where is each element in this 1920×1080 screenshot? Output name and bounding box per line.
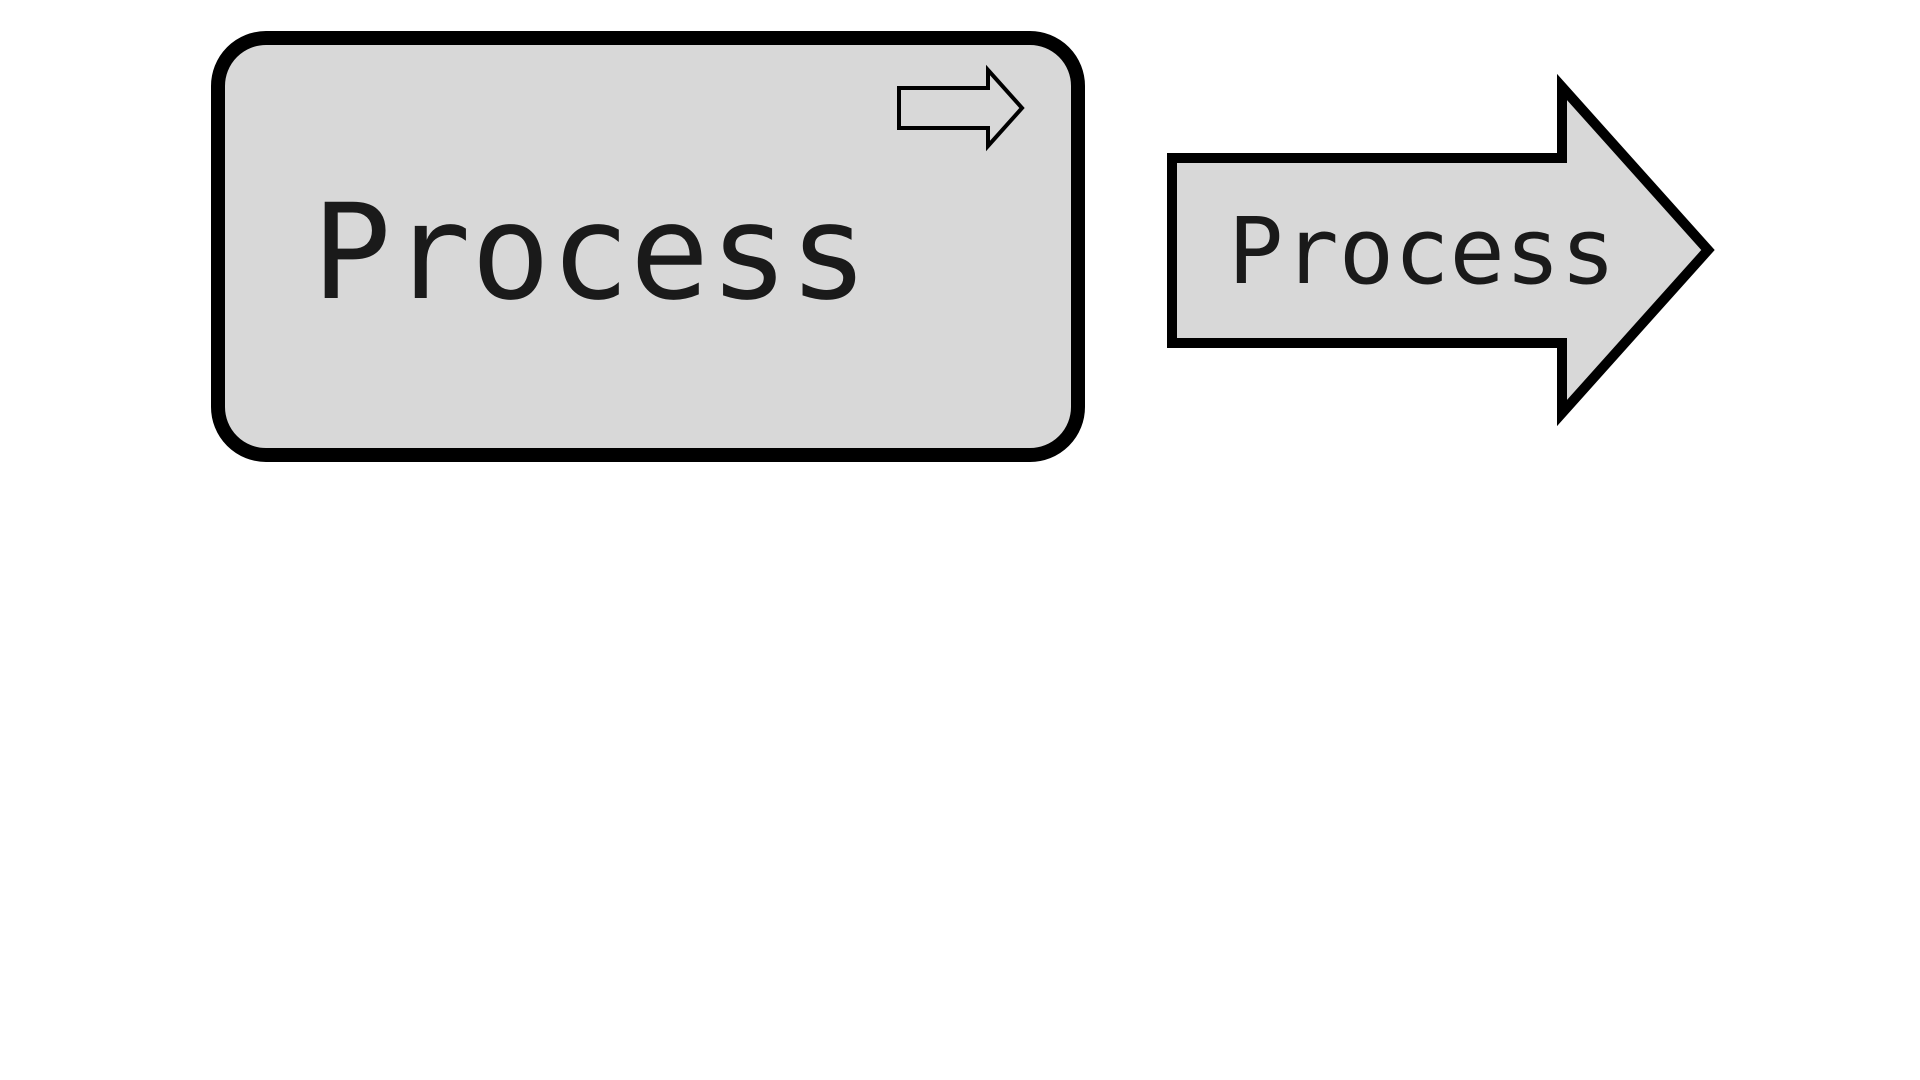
process-box-shape: [211, 31, 1085, 462]
process-box-node: Process: [211, 31, 1085, 462]
process-arrow-shape: [1167, 73, 1715, 427]
arrow-right-icon: [897, 64, 1025, 152]
process-box-label: Process: [312, 176, 868, 330]
process-arrow-label: Process: [1228, 198, 1616, 305]
process-arrow-node: Process: [1167, 73, 1715, 427]
